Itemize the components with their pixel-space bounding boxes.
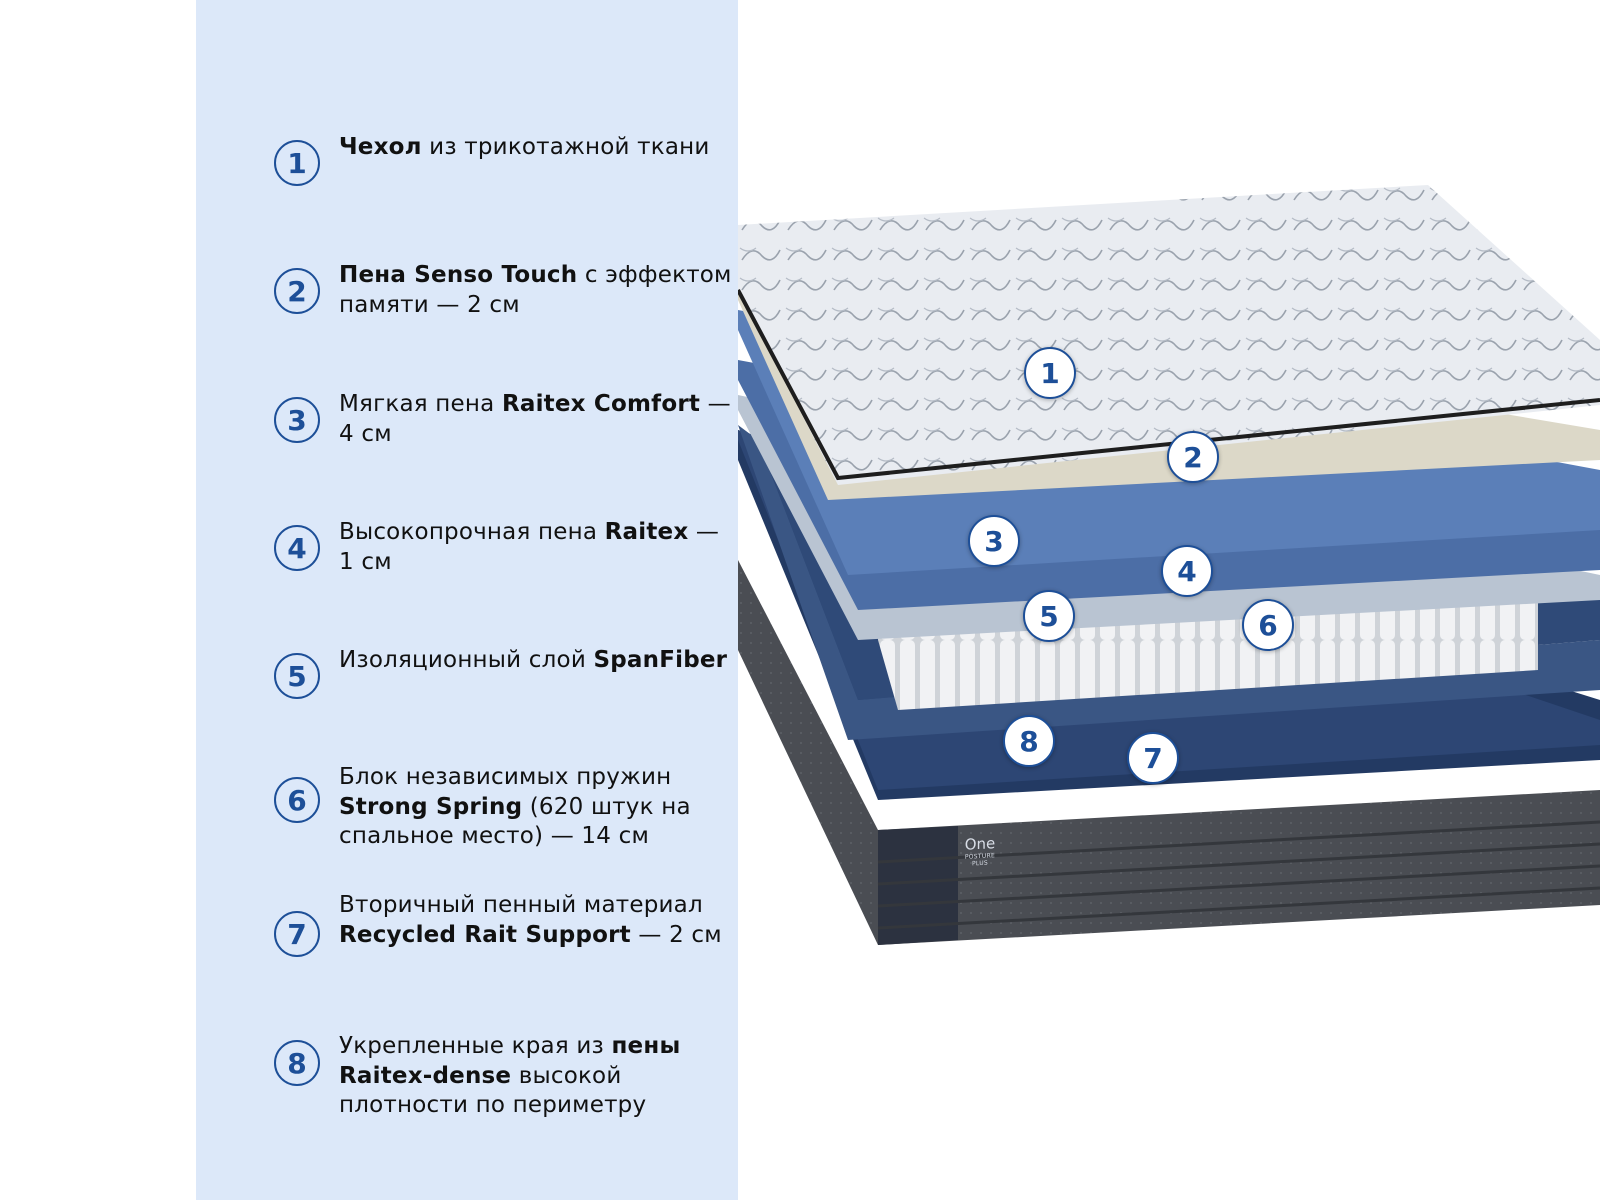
legend-text-regular: (620 штук на спальное место) — 14 см xyxy=(339,793,691,850)
legend-text-1: Чехол из трикотажной ткани xyxy=(339,133,739,163)
layer-marker-2: 2 xyxy=(1167,431,1219,483)
legend-text-bold: пены Raitex-dense xyxy=(339,1033,681,1089)
legend-text-regular: с эффектом памяти — 2 см xyxy=(339,262,732,318)
brand-name: One xyxy=(964,834,996,854)
legend-number-6: 6 xyxy=(274,777,320,823)
layer-marker-6: 6 xyxy=(1242,599,1294,651)
legend-text-bold: Raitex Comfort xyxy=(501,391,701,417)
legend-text-bold: Чехол xyxy=(339,134,422,160)
legend-text-regular: Изоляционный слой xyxy=(339,647,594,673)
legend-text-bold: Пена Senso Touch xyxy=(339,262,578,288)
layer-marker-8: 8 xyxy=(1003,715,1055,767)
layer-marker-1: 1 xyxy=(1024,347,1076,399)
legend-number-1: 1 xyxy=(274,140,320,186)
layer-1-cover xyxy=(738,185,1600,485)
legend-number-4: 4 xyxy=(274,525,320,571)
legend-text-regular: Мягкая пена xyxy=(339,391,502,417)
legend-number-3: 3 xyxy=(274,397,320,443)
legend-number-2: 2 xyxy=(274,268,320,314)
legend-number-5: 5 xyxy=(274,653,320,699)
legend-panel: 1 Чехол из трикотажной ткани 2 Пена Senso T… xyxy=(196,0,738,1200)
legend-text-2: Пена Senso Touch с эффектом памяти — 2 с… xyxy=(339,261,739,320)
legend-text-regular: Укрепленные края из xyxy=(339,1033,612,1059)
legend-text-7: Вторичный пенный материал Recycled Rait … xyxy=(339,891,739,950)
legend-text-bold: Strong Spring xyxy=(339,793,523,820)
legend-text-regular: Высокопрочная пена xyxy=(339,519,605,545)
mattress-layers-graphic xyxy=(736,185,1600,945)
legend-text-8: Укрепленные края из пены Raitex-dense вы… xyxy=(339,1032,739,1121)
layer-marker-7: 7 xyxy=(1127,732,1179,784)
legend-text-regular: — 2 см xyxy=(630,921,722,948)
legend-text-4: Высокопрочная пена Raitex — 1 см xyxy=(339,518,739,577)
legend-text-6: Блок независимых пружин Strong Spring (6… xyxy=(339,763,739,852)
legend-text-regular: — 1 см xyxy=(339,519,720,575)
legend-text-bold: Recycled Rait Support xyxy=(339,921,631,948)
legend-text-5: Изоляционный слой SpanFiber xyxy=(339,646,739,676)
layer-marker-5: 5 xyxy=(1023,590,1075,642)
legend-text-3: Мягкая пена Raitex Comfort — 4 см xyxy=(339,390,739,449)
layer-marker-4: 4 xyxy=(1161,545,1213,597)
legend-text-regular: — 4 см xyxy=(339,391,731,447)
legend-text-regular: высокой плотности по периметру xyxy=(339,1062,647,1119)
legend-text-bold: SpanFiber xyxy=(593,647,728,673)
legend-number-8: 8 xyxy=(274,1040,320,1086)
legend-text-bold: Raitex xyxy=(604,519,689,545)
base-layer xyxy=(738,560,1600,945)
legend-number-7: 7 xyxy=(274,911,320,957)
legend-text-regular: Блок независимых пружин xyxy=(339,764,672,790)
legend-text-regular: Вторичный пенный материал xyxy=(339,892,703,918)
legend-text-regular: из трикотажной ткани xyxy=(421,134,710,160)
layer-marker-3: 3 xyxy=(968,515,1020,567)
